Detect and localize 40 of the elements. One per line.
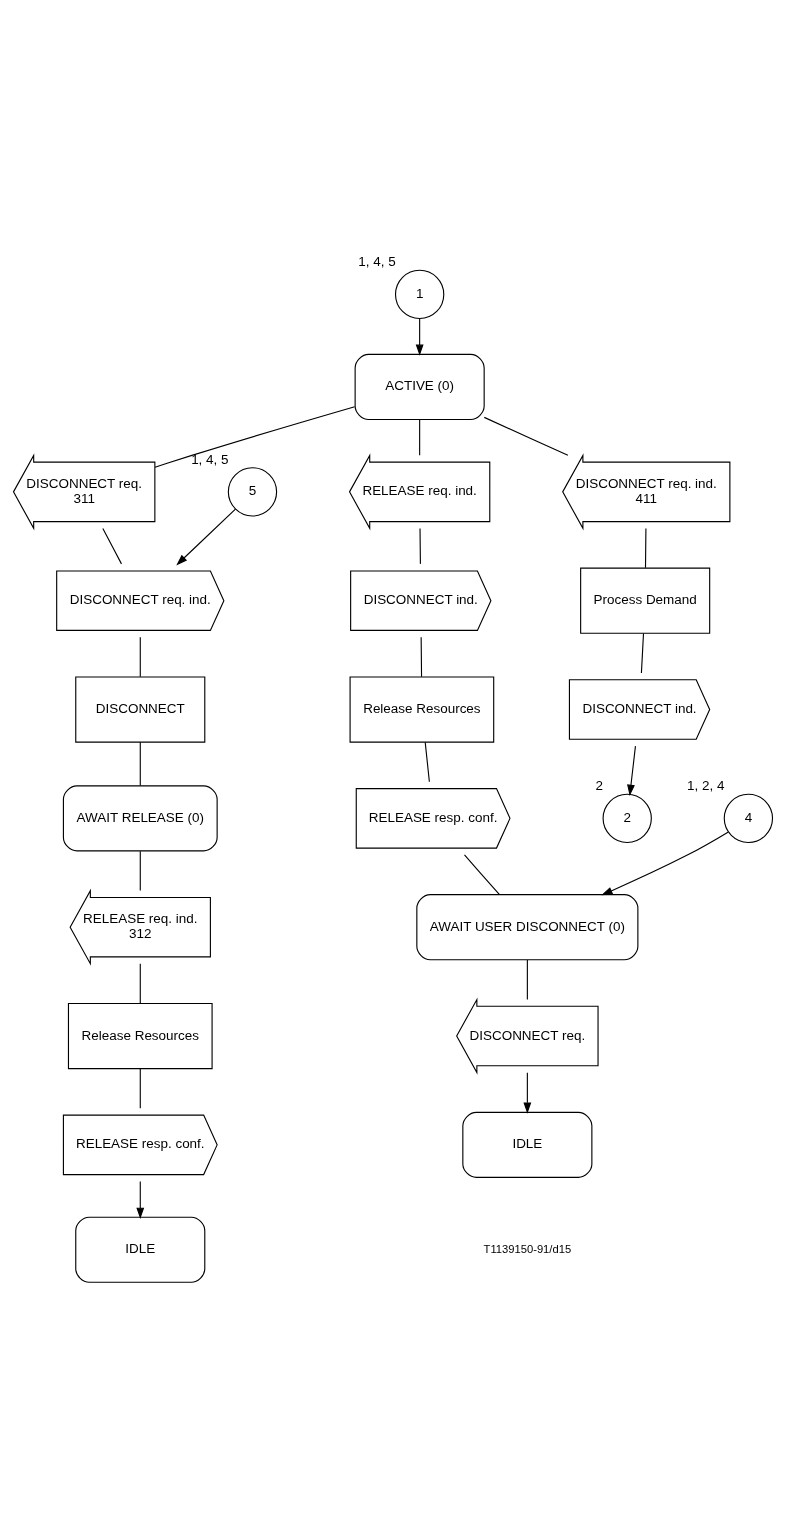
- connector: [640, 632, 644, 674]
- connector: [483, 416, 568, 456]
- node-box: Release Resources: [67, 1002, 213, 1070]
- connector: [526, 959, 528, 1000]
- arrow: [415, 318, 424, 356]
- arrow: [600, 831, 728, 896]
- connector: [139, 636, 141, 678]
- arrow: [626, 745, 636, 796]
- node-box: AWAIT RELEASE (0): [62, 785, 218, 852]
- node-label: 1, 2, 4: [686, 778, 724, 794]
- connector: [139, 850, 141, 892]
- label: T1139150-91/d15: [483, 1242, 571, 1255]
- arrow: [175, 508, 236, 566]
- arrow: [135, 1181, 144, 1219]
- node-label: 1, 4, 5: [190, 451, 229, 467]
- arrow: [522, 1072, 531, 1114]
- node-label: 2: [594, 778, 603, 794]
- node-label: 1, 4, 5: [357, 254, 396, 270]
- node-box: AWAIT USER DISCONNECT (0): [415, 894, 638, 961]
- node-box: Process Demand: [579, 567, 710, 634]
- connector: [139, 1068, 141, 1109]
- node-box: DISCONNECT: [74, 676, 205, 743]
- connector: [424, 741, 430, 783]
- connector: [154, 406, 355, 468]
- connector: [418, 419, 420, 456]
- node-circle: 2: [602, 793, 652, 844]
- connector: [644, 527, 646, 569]
- node-circle: 4: [723, 793, 773, 844]
- connector: [420, 636, 422, 678]
- node-box: IDLE: [74, 1216, 205, 1283]
- connector: [418, 527, 421, 565]
- node-box: IDLE: [461, 1111, 592, 1178]
- node-circle: 5: [227, 467, 277, 517]
- connector: [101, 527, 122, 565]
- connector: [139, 741, 141, 787]
- connector: [463, 854, 500, 895]
- node-circle: 1: [394, 269, 444, 320]
- connector: [139, 963, 141, 1004]
- node-box: ACTIVE (0): [354, 353, 485, 421]
- node-box: Release Resources: [349, 676, 494, 743]
